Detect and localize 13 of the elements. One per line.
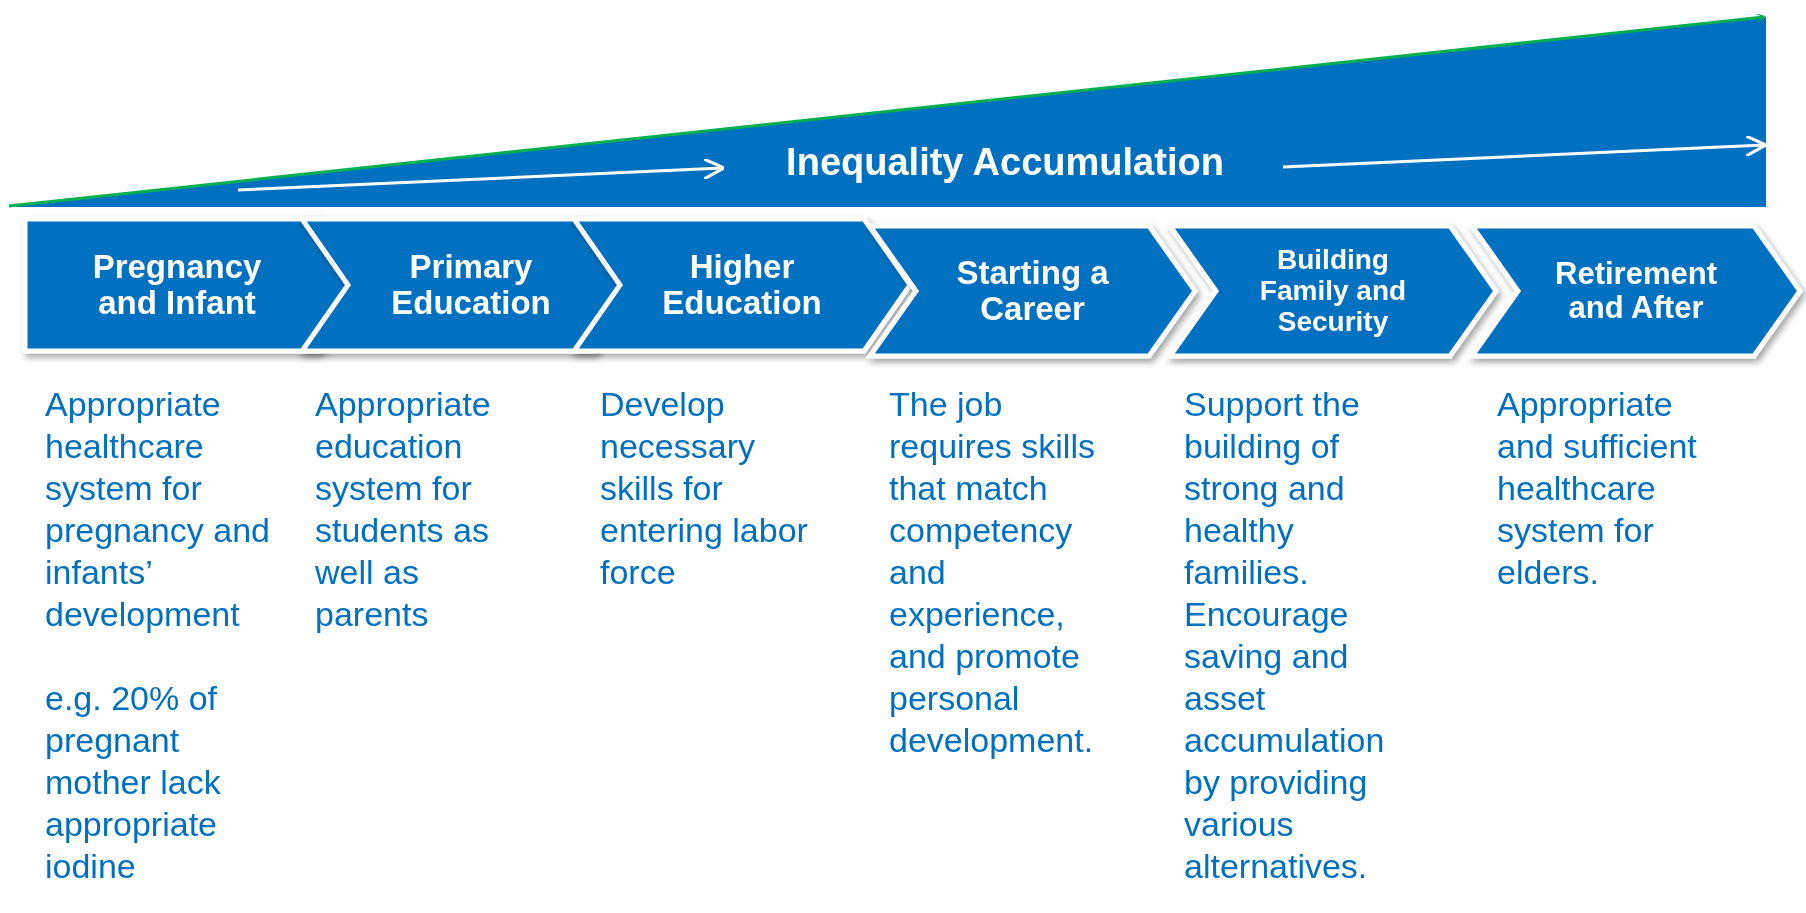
- stage-description: Appropriate healthcare system for pregnancy and infants’ development: [45, 384, 270, 635]
- stage-description: Appropriate and sufficient healthcare system for elders.: [1497, 384, 1698, 593]
- stage-label: Building Family and Security: [1258, 244, 1408, 338]
- stage-description: Develop necessary skills for entering labor force: [600, 384, 809, 593]
- stage-description: Support the building of strong and healthy families. Encourage saving and asset accumulation by providing various alternatives.: [1184, 384, 1386, 887]
- stage-label: Primary Education: [390, 248, 552, 322]
- stage-description: The job requires skills that match competency and experience, and promote personal development.: [889, 384, 1096, 761]
- stage-label: Starting a Career: [955, 254, 1110, 328]
- stage-description: e.g. 20% of pregnant mother lack appropriate iodine: [45, 678, 222, 887]
- stage-label: Retirement and After: [1554, 256, 1718, 326]
- stage-description: Appropriate education system for students as well as parents: [315, 384, 492, 635]
- wedge-title: Inequality Accumulation: [785, 142, 1225, 184]
- stage-label: Pregnancy and Infant: [91, 248, 263, 322]
